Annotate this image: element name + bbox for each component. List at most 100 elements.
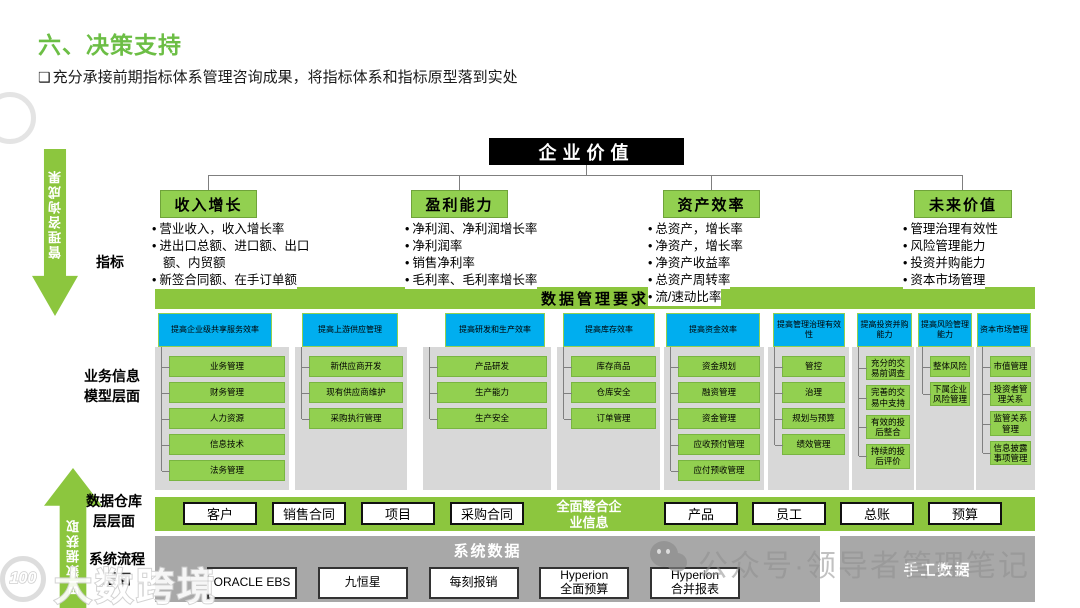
system-data-bar: 系统数据 ORACLE EBS 九恒星每刻报销 Hyperion 全面预算 Hyper… [155, 536, 820, 602]
watermark-brand: 大数跨境 [53, 566, 219, 608]
manual-data-bar: 手工数据 [840, 536, 1035, 602]
connector-line [429, 347, 430, 419]
connector-line [962, 176, 963, 190]
system-source-box: 九恒星 [317, 567, 408, 599]
checkbox-bullet-icon: ❑ [38, 69, 51, 85]
objective-header: 提高库存效率 [563, 313, 655, 347]
connector-line [711, 176, 712, 190]
integration-label: 全面整合企业信息 [556, 499, 622, 530]
warehouse-subject-box: 总账 [840, 502, 914, 525]
indicator-bullet: 进出口总额、进口额、出口额、内贸额 [152, 238, 322, 272]
capability-item: 投资者管理关系 [983, 382, 1031, 407]
capability-item: 采购执行管理 [302, 408, 403, 429]
objective-panel: 管控治理规划与预算绩效管理 [768, 347, 849, 490]
capability-item: 产品研发 [430, 356, 547, 377]
capability-item: 绩效管理 [775, 434, 845, 455]
objective-panel: 充分的交易前调查完善的交易中支持有效的投后整合持续的投后评价 [852, 347, 914, 490]
capability-item: 信息技术 [162, 434, 285, 455]
connector-line [208, 175, 963, 176]
warehouse-subject-box: 产品 [664, 502, 738, 525]
objective-header: 提高企业级共享服务效率 [158, 313, 272, 347]
capability-item: 市值管理 [983, 356, 1031, 377]
brand-logo-icon: 100 [0, 556, 46, 602]
indicator-layer-label: 指标 [96, 254, 124, 270]
indicator-bullet: 总资产周转率 [648, 272, 731, 289]
arrow-down-label: 管理咨询成果 [47, 168, 63, 259]
system-source-box: Hyperion 全面预算 [539, 567, 630, 599]
connector-line [459, 176, 460, 190]
capability-item: 订单管理 [564, 408, 656, 429]
brand-ring-icon [0, 92, 36, 144]
subtitle-text: 充分承接前期指标体系管理咨询成果，将指标体系和指标原型落到实处 [52, 69, 518, 86]
objective-panel: 市值管理投资者管理关系监管关系管理信息披露事项管理 [976, 347, 1035, 490]
system-data-title: 系统数据 [453, 543, 522, 560]
slide-subtitle: ❑充分承接前期指标体系管理咨询成果，将指标体系和指标原型落到实处 [38, 66, 518, 87]
wechat-icon [650, 541, 696, 581]
indicator-bullet: 毛利率、毛利率增长率 [405, 272, 538, 289]
objective-panel: 库存商品仓库安全订单管理 [557, 347, 660, 490]
capability-item: 生产能力 [430, 382, 547, 403]
connector-line [982, 347, 983, 453]
objective-panel: 整体风险下属企业风险管理 [916, 347, 974, 490]
capability-item: 下属企业风险管理 [923, 382, 970, 407]
system-source-box: Hyperion 合并报表 [650, 567, 740, 599]
capability-item: 业务管理 [162, 356, 285, 377]
system-source-box: 每刻报销 [428, 567, 519, 599]
objective-header: 提高研发和生产效率 [445, 313, 545, 347]
indicator-bullet: 营业收入，收入增长率 [152, 221, 285, 238]
warehouse-subject-box: 销售合同 [272, 502, 346, 525]
page-title: 六、决策支持 [38, 32, 182, 58]
connector-line [301, 347, 302, 419]
connector-line [670, 347, 671, 471]
objective-header: 资本市场管理 [977, 313, 1031, 347]
warehouse-subject-box: 采购合同 [450, 502, 524, 525]
category-box-revenue-growth: 收入增长 [160, 190, 257, 218]
warehouse-subject-box: 项目 [361, 502, 435, 525]
indicator-bullet: 流/速动比率 [648, 289, 722, 306]
system-source-box: ORACLE EBS [207, 567, 297, 599]
connector-line [922, 347, 923, 394]
capability-item: 现有供应商维护 [302, 382, 403, 403]
capability-item: 法务管理 [162, 460, 285, 481]
capability-item: 信息披露事项管理 [983, 440, 1031, 466]
warehouse-subject-box: 员工 [752, 502, 826, 525]
capability-item: 整体风险 [923, 356, 970, 377]
capability-item: 应付预收管理 [671, 460, 760, 481]
capability-item: 资金管理 [671, 408, 760, 429]
data-mgmt-requirements-label: 数据管理要求 [540, 290, 649, 308]
category-box-future-value: 未来价值 [914, 190, 1012, 218]
objective-header: 提高上游供应管理 [302, 313, 398, 347]
indicator-list: 总资产，增长率净资产，增长率净资产收益率总资产周转率流/速动比率 [648, 221, 766, 306]
indicator-bullet: 销售净利率 [405, 255, 475, 272]
indicator-list: 营业收入，收入增长率进出口总额、进口额、出口额、内贸额新签合同额、在手订单额 [152, 221, 322, 289]
indicator-bullet: 风险管理能力 [903, 238, 986, 255]
warehouse-subject-box: 客户 [183, 502, 257, 525]
indicator-bullet: 资本市场管理 [903, 272, 986, 289]
indicator-bullet: 管理治理有效性 [903, 221, 998, 238]
capability-item: 仓库安全 [564, 382, 656, 403]
objective-panel: 新供应商开发现有供应商维护采购执行管理 [295, 347, 407, 490]
warehouse-subject-row-right: 产品员工总账预算 [664, 502, 1002, 525]
capability-item: 新供应商开发 [302, 356, 403, 377]
capability-item: 治理 [775, 382, 845, 403]
capability-item: 资金规划 [671, 356, 760, 377]
capability-item: 财务管理 [162, 382, 285, 403]
watermark-public-account: 公众号·领导者管理笔记 [698, 550, 1030, 583]
enterprise-value-box: 企业价值 [489, 138, 684, 165]
objective-panel: 产品研发生产能力生产安全 [423, 347, 551, 490]
capability-item: 管控 [775, 356, 845, 377]
indicator-list: 管理治理有效性风险管理能力投资并购能力资本市场管理 [903, 221, 1023, 289]
capability-item: 持续的投后评价 [859, 444, 910, 469]
system-process-layer-label: 系统流程层面 [89, 551, 145, 588]
indicator-bullet: 净资产，增长率 [648, 238, 743, 255]
consulting-results-arrow: 管理咨询成果 [32, 149, 78, 316]
connector-line [563, 347, 564, 419]
capability-item: 监管关系管理 [983, 411, 1031, 436]
connector-line [161, 347, 162, 471]
connector-line [208, 176, 209, 190]
category-box-asset-efficiency: 资产效率 [663, 190, 760, 218]
indicator-bullet: 新签合同额、在手订单额 [152, 272, 297, 289]
category-box-profitability: 盈利能力 [411, 190, 508, 218]
capability-item: 人力资源 [162, 408, 285, 429]
